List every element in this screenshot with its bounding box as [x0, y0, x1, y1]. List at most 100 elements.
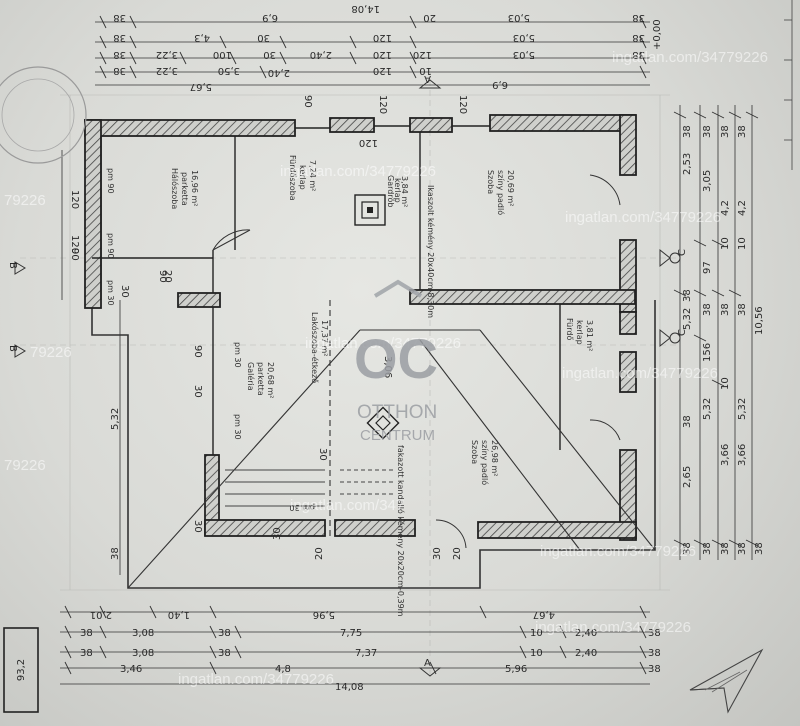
bottom-row2-dim: 38	[648, 628, 661, 639]
otthon-centrum-logo: OC OTTHON CENTRUM	[354, 279, 438, 444]
bottom-row3-dim: 2,40	[575, 648, 597, 659]
bottom-row3-dim: 7,37	[355, 648, 377, 659]
left-dimension-texts: 5,32 38 120 90 120 90 30 90 30	[69, 190, 203, 560]
top-row2-dim: 30	[257, 32, 270, 43]
right-col3-dim: 38	[720, 303, 731, 316]
right-col4-dim: 3,66	[737, 444, 748, 466]
room-area: 3,84 m²	[400, 176, 409, 207]
room-name: Fürdőszoba	[288, 155, 297, 201]
chimney-symbol	[354, 194, 386, 226]
window-top-dim: 90	[302, 95, 313, 108]
left-inner-dim: 120	[69, 190, 80, 209]
top-row1-dim: 38	[113, 12, 126, 23]
area-stamp-text: 93,2	[16, 659, 27, 681]
gallery-outline	[91, 300, 656, 589]
room-floor: színy padló	[480, 440, 490, 485]
stair-dim: 20	[162, 270, 173, 283]
stamp-seal-icon	[0, 66, 87, 164]
top-row1-dim: 20	[423, 12, 436, 23]
hatched-walls	[84, 114, 637, 541]
room-labels: Hálószoba parketta 16,96 m² Fürdőszoba k…	[170, 155, 594, 485]
top-row2-dim: 5,03	[513, 32, 535, 43]
right-col2-dim: 5,32	[702, 398, 713, 420]
watermark-text: ingatlan.com/34779226	[565, 209, 721, 226]
right-col4-dim: 10	[737, 237, 748, 250]
left-inner-dim: 90	[69, 248, 80, 261]
level-mark: +0,00	[652, 19, 663, 50]
stove-note: fakazott kandalló kémény 20x20cm-0,39m	[396, 445, 406, 617]
right-col1-dim: 38	[682, 125, 693, 138]
room-area: 20,69 m²	[506, 170, 515, 206]
room-floor: parketta	[256, 362, 265, 396]
top-row3-dim: 38	[632, 49, 645, 60]
room-floor: kerlap	[298, 165, 307, 190]
left-dimension-lines	[61, 150, 121, 575]
left-inner-dim: 90	[192, 345, 203, 358]
logo-line2: CENTRUM	[360, 427, 435, 444]
bottom-row3-dim: 38	[648, 648, 661, 659]
bottom-row4-dim: 3,46	[120, 664, 142, 675]
window-label: pm 30	[289, 503, 315, 512]
room-floor: színy padló	[496, 170, 506, 215]
top-row3-dim: 38	[113, 49, 126, 60]
bottom-row2-dim: 38	[80, 628, 93, 639]
logo-line1: OTTHON	[357, 402, 437, 423]
stair-dim: 30	[192, 520, 203, 533]
top-row1-dim: 5,03	[508, 12, 530, 23]
bottom-row3-dim: 38	[80, 648, 93, 659]
watermark-text: ingatlan.com/34779226	[612, 49, 768, 66]
right-col3-dim: 4,2	[720, 200, 731, 216]
top-dimension-texts: 38 6,9 20 5,03 38 38 4,3 30 120 2,40 5,0…	[113, 3, 645, 148]
north-arrow-icon	[689, 648, 764, 714]
top-row3-dim: 3,22	[156, 49, 178, 60]
watermarks: ingatlan.com/34779226 ingatlan.com/34779…	[4, 49, 768, 688]
bottom-row5-dim: 14,08	[335, 682, 364, 693]
section-markers	[14, 79, 681, 677]
watermark-text: ingatlan.com/34779226	[280, 163, 436, 180]
window-label: pm 30	[233, 342, 242, 368]
top-row2-dim: 2,40	[310, 49, 332, 60]
top-row4-dim: 3,22	[156, 65, 178, 76]
top-dimension-lines	[95, 21, 650, 86]
chimney-note: Ikaszolt kémény 20x40cm-8,30m	[426, 185, 436, 318]
watermark-text: ingatlan.com/34779226	[562, 365, 718, 382]
door-mark-dim: 20	[452, 547, 463, 560]
interior-partitions	[92, 125, 561, 455]
bottom-row1-dim: 5,96	[313, 609, 335, 620]
room-name: Fürdő	[565, 318, 574, 340]
bottom-row3-dim: 38	[218, 648, 231, 659]
bottom-row1-dim: 2,01	[90, 609, 112, 620]
room-floor: parketta	[180, 172, 189, 206]
stair-dim: 3,06	[382, 356, 393, 378]
section-mark-a-bottom: A	[424, 658, 431, 669]
right-col3-dim: 3,66	[720, 444, 731, 466]
left-outer-dim: 38	[110, 547, 121, 560]
door-mark-dim: 20	[314, 547, 325, 560]
room-area: 17,37 m²	[320, 320, 329, 356]
bottom-row4-dim: 38	[648, 664, 661, 675]
right-col1-dim: 38	[682, 289, 693, 302]
stove-symbol	[366, 406, 400, 440]
room-name: Galéria	[246, 362, 256, 391]
right-col5-dim: 10,56	[754, 306, 765, 335]
right-col1-dim: 38	[682, 542, 693, 555]
right-dimension-ticks	[673, 111, 759, 547]
top-row1-dim: 6,9	[262, 12, 278, 23]
right-col2-dim: 38	[702, 303, 713, 316]
top-row3-dim: 30	[263, 49, 276, 60]
bottom-row3-dim: 3,08	[132, 648, 154, 659]
bottom-row2-dim: 10	[530, 628, 543, 639]
section-mark-a-top: A	[424, 73, 431, 84]
top-row4-dim: 38	[113, 65, 126, 76]
room-floor: kerlap	[575, 320, 584, 345]
bottom-row1-dim: 1,40	[168, 609, 190, 620]
watermark-text: ingatlan.com/34779226	[540, 543, 696, 560]
bottom-row2-dim: 7,75	[340, 628, 362, 639]
watermark-fragment: 79226	[4, 192, 46, 209]
right-col1-dim: 5,32	[682, 308, 693, 330]
right-dimension-lines	[679, 105, 753, 560]
right-col3-dim: 10	[720, 237, 731, 250]
right-col2-dim: 38	[702, 542, 713, 555]
